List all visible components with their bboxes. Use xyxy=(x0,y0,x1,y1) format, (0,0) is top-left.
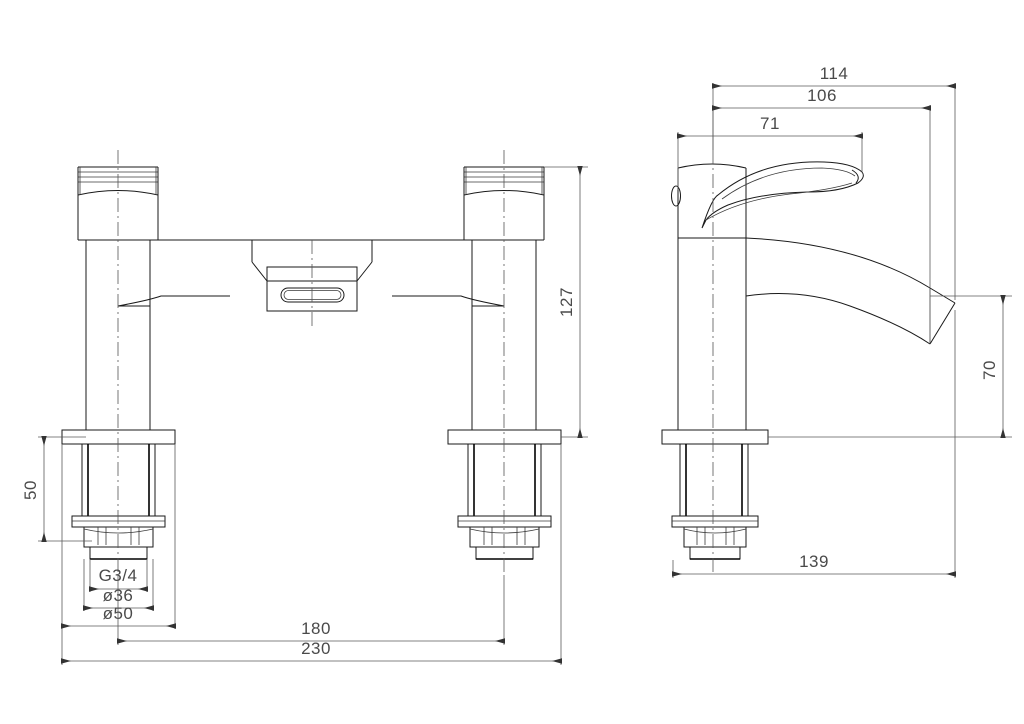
side-curved-spout xyxy=(745,237,956,345)
dim-114-label: 114 xyxy=(820,64,849,83)
side-column xyxy=(677,238,747,432)
side-body-housing xyxy=(671,163,747,239)
dimension-180: 180 xyxy=(117,575,505,645)
dimension-71: 71 xyxy=(677,114,863,190)
dim-127-label: 127 xyxy=(557,287,576,317)
side-lever-handle xyxy=(701,161,864,229)
dim-106-label: 106 xyxy=(807,86,837,105)
dimension-127: 127 xyxy=(544,166,588,438)
dimension-139: 139 xyxy=(672,310,956,578)
right-mounting-shank xyxy=(447,429,562,560)
left-body-column xyxy=(85,240,230,432)
dimension-50: 50 xyxy=(21,436,92,542)
right-body-column xyxy=(392,240,537,432)
side-mounting-shank xyxy=(661,429,769,560)
left-handle-assembly xyxy=(77,166,159,241)
dim-70-label: 70 xyxy=(980,360,999,380)
front-view-centre-lines xyxy=(117,150,505,575)
spout-body-crossbar xyxy=(150,239,472,282)
dimension-70: 70 xyxy=(768,295,1012,438)
dim-180-label: 180 xyxy=(301,619,331,638)
dimension-106: 106 xyxy=(712,86,931,288)
dim-50-label: 50 xyxy=(21,480,40,500)
dim-139-label: 139 xyxy=(799,552,829,571)
dimension-230: 230 xyxy=(61,444,562,665)
dim-71-label: 71 xyxy=(760,114,780,133)
dim-230-label: 230 xyxy=(301,639,331,658)
side-elevation-view xyxy=(661,150,956,575)
left-mounting-shank xyxy=(61,429,176,560)
front-elevation-view xyxy=(61,150,562,575)
